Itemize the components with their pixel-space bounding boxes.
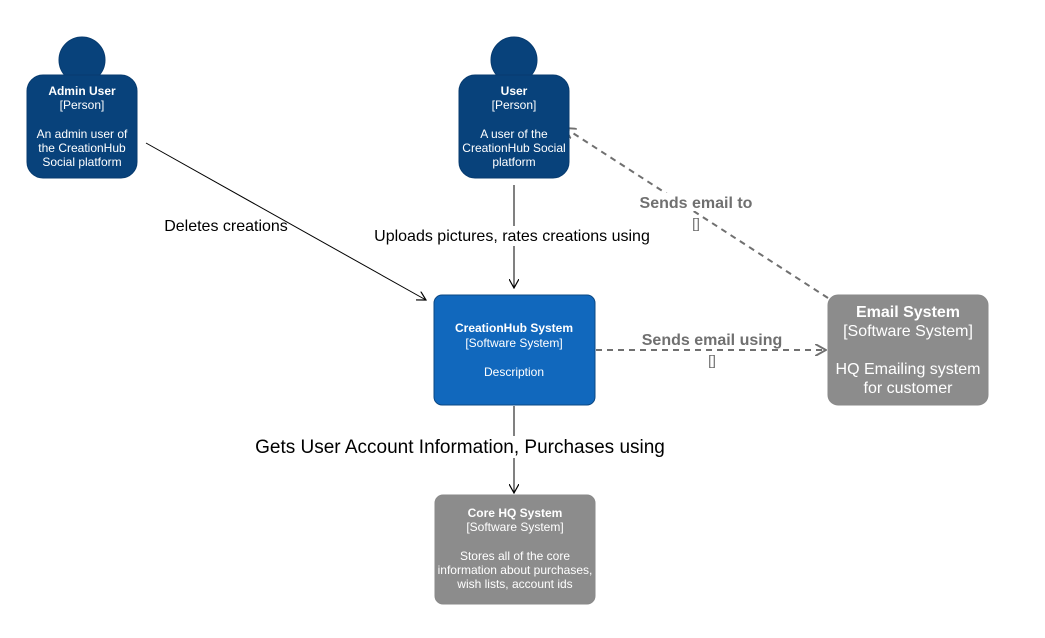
admin-user-title: Admin User — [48, 84, 116, 98]
admin-user-desc-line-2: the CreationHub — [38, 141, 126, 155]
email-system-desc-line-1: HQ Emailing system — [836, 361, 981, 378]
user-desc-line-3: platform — [492, 155, 535, 169]
email-system-title: Email System — [856, 304, 960, 321]
user-node[interactable]: User [Person] A user of the CreationHub … — [458, 36, 570, 179]
core-hq-system-box — [434, 494, 596, 605]
edge-label-background — [638, 331, 786, 349]
user-desc-line-2: CreationHub Social — [462, 141, 565, 155]
creationhub-system-kind: [Software System] — [465, 336, 562, 350]
edge-label-gets-user-account: Gets User Account Information, Purchases… — [255, 437, 665, 458]
core-hq-system-node[interactable]: Core HQ System [Software System] Stores … — [434, 494, 596, 605]
creationhub-system-node[interactable]: CreationHub System [Software System] Des… — [433, 294, 596, 406]
core-hq-system-title: Core HQ System — [468, 506, 563, 520]
edge-email-to-user[interactable] — [565, 128, 829, 299]
edge-label-background — [636, 193, 758, 211]
core-hq-system-desc-line-3: wish lists, account ids — [456, 577, 572, 591]
edge-label-sends-email-using: Sends email using — [642, 332, 782, 349]
edge-admin-to-system[interactable] — [145, 142, 426, 300]
user-kind: [Person] — [492, 98, 537, 112]
email-system-box — [827, 294, 989, 406]
admin-user-desc-line-1: An admin user of — [37, 127, 128, 141]
creationhub-system-desc: Description — [484, 365, 544, 379]
person-icon — [458, 36, 570, 179]
user-desc-line-1: A user of the — [480, 127, 548, 141]
person-icon — [26, 36, 138, 179]
admin-user-kind: [Person] — [60, 98, 105, 112]
core-hq-system-desc-line-2: information about purchases, — [438, 563, 593, 577]
edge-label-uploads-pictures: Uploads pictures, rates creations using — [374, 228, 650, 245]
edge-label-background — [242, 436, 680, 458]
email-system-kind: [Software System] — [843, 323, 973, 340]
core-hq-system-kind: [Software System] — [466, 520, 563, 534]
creationhub-system-box — [433, 294, 596, 406]
admin-user-node[interactable]: Admin User [Person] An admin user of the… — [26, 36, 138, 179]
admin-user-desc-line-3: Social platform — [42, 155, 121, 169]
edge-label-deletes-creations: Deletes creations — [164, 218, 288, 235]
creationhub-system-title: CreationHub System — [455, 321, 573, 335]
email-system-desc-line-2: for customer — [864, 380, 954, 397]
user-title: User — [501, 84, 528, 98]
email-system-node[interactable]: Email System [Software System] HQ Emaili… — [827, 294, 989, 406]
edge-label-sends-email-to: Sends email to — [640, 195, 753, 212]
core-hq-system-desc-line-1: Stores all of the core — [460, 549, 570, 563]
edge-tech-sends-email-using: [] — [708, 352, 716, 368]
edge-tech-sends-email-to: [] — [692, 215, 700, 231]
edge-label-background — [374, 226, 654, 246]
